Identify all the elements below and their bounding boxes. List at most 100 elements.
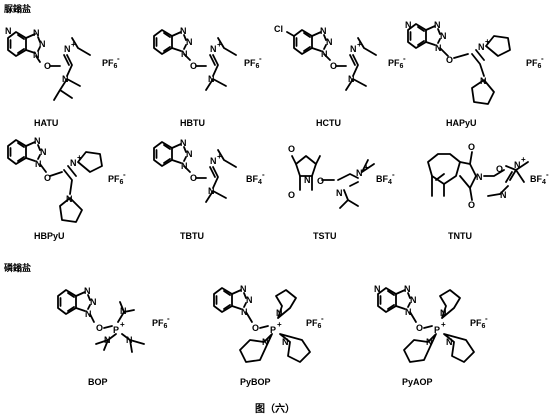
atom-n: N [374, 284, 381, 294]
hctu-counterion-text: PF6 [388, 58, 404, 70]
atom-n: N [326, 37, 333, 47]
hbpyu-counterion-charge: - [123, 170, 126, 179]
bop-label: BOP [88, 377, 108, 387]
atom-n: N [186, 37, 193, 47]
hatu-counterion: PF6 - [102, 54, 120, 70]
hbtu-label: HBTU [180, 118, 205, 128]
atom-n: N [478, 42, 485, 52]
pyaop-atoms: N N N N O P + N N N [374, 284, 453, 347]
atom-n: N [514, 160, 521, 170]
bop-counterion-text: PF6 [152, 318, 168, 330]
tbtu-counterion: BF4 - [246, 170, 265, 186]
hapyu-counterion: PF6 - [526, 54, 544, 70]
atom-charge: + [217, 40, 222, 49]
atom-n: N [210, 44, 217, 54]
atom-n: N [435, 43, 442, 53]
hatu-label: HATU [34, 118, 58, 128]
atom-n: N [180, 26, 187, 36]
pybop-counterion-text: PF6 [306, 318, 322, 330]
tntu-label: TNTU [448, 231, 472, 241]
hapyu-counterion-charge: - [541, 54, 544, 63]
hatu-structure [7, 31, 91, 101]
atom-n: N [434, 20, 441, 30]
hbtu-atoms: N N N O N + N [180, 26, 222, 84]
hctu-structure [286, 29, 377, 91]
pybop-counterion-charge: - [321, 314, 324, 323]
atom-charge: + [217, 152, 222, 161]
atom-o: O [44, 173, 51, 183]
pyaop-label: PyAOP [402, 377, 433, 387]
atom-n: N [282, 337, 289, 347]
atom-charge: + [485, 37, 490, 46]
hapyu-structure [407, 23, 511, 105]
atom-n: N [405, 307, 412, 317]
hbtu-counterion-charge: - [259, 54, 262, 63]
atom-n: N [64, 44, 71, 54]
atom-charge: + [441, 320, 446, 329]
atom-o: O [288, 190, 295, 200]
hbtu-structure [153, 29, 237, 91]
hbpyu-counterion: PF6 - [108, 170, 126, 186]
atom-n: N [90, 297, 97, 307]
atom-o: O [252, 323, 259, 333]
atom-n: N [104, 335, 111, 345]
tstu-label: TSTU [313, 231, 337, 241]
atom-p: P [434, 325, 440, 335]
atom-o: O [317, 176, 324, 186]
atom-n: N [405, 20, 412, 30]
tntu-counterion-text: BF4 [530, 174, 546, 186]
tstu-atoms: O N O O N + N [288, 144, 369, 200]
atom-n: N [500, 190, 507, 200]
atom-n: N [476, 172, 483, 182]
hctu-atoms: Cl N N N O N + N [274, 24, 362, 84]
atom-n: N [70, 158, 77, 168]
atom-n: N [40, 147, 47, 157]
atom-n: N [304, 175, 311, 185]
atom-n: N [240, 284, 247, 294]
atom-o: O [190, 173, 197, 183]
hatu-counterion-text: PF6 [102, 58, 118, 70]
tntu-structure [427, 151, 529, 201]
tstu-counterion: BF4 - [376, 170, 395, 186]
atom-charge: + [77, 153, 82, 162]
tbtu-structure [153, 141, 237, 203]
atom-n: N [35, 159, 42, 169]
atom-n: N [180, 138, 187, 148]
tbtu-label: TBTU [180, 231, 204, 241]
atom-charge: + [71, 40, 76, 49]
hbtu-counterion-text: PF6 [244, 58, 260, 70]
atom-n: N [39, 39, 46, 49]
atom-charge: + [357, 40, 362, 49]
pyaop-counterion: PF6 - [470, 314, 488, 330]
atom-n: N [446, 337, 453, 347]
atom-o: O [496, 164, 503, 174]
atom-o: O [416, 323, 423, 333]
atom-n: N [84, 286, 91, 296]
atom-n: N [480, 76, 487, 86]
atom-n: N [440, 31, 447, 41]
atom-n: N [350, 44, 357, 54]
atom-n: N [208, 74, 215, 84]
atom-n: N [246, 295, 253, 305]
atom-n: N [356, 168, 363, 178]
tbtu-atoms: N N N O N + N [180, 138, 222, 196]
pybop-structure [213, 287, 311, 363]
atom-n: N [181, 161, 188, 171]
atom-n: N [181, 49, 188, 59]
atom-n: N [320, 26, 327, 36]
bop-counterion-charge: - [167, 314, 170, 323]
tntu-atoms: O N O O N + N [468, 142, 526, 210]
atom-o: O [96, 323, 103, 333]
atom-n: N [34, 136, 41, 146]
hbtu-counterion: PF6 - [244, 54, 262, 70]
atom-n: N [208, 186, 215, 196]
atom-charge: + [277, 320, 282, 329]
atom-o: O [190, 61, 197, 71]
atom-charge: + [364, 163, 369, 172]
atom-n: N [5, 26, 12, 36]
atom-n: N [33, 50, 40, 60]
atom-o: O [446, 55, 453, 65]
atom-n: N [426, 337, 433, 347]
hbpyu-counterion-text: PF6 [108, 174, 124, 186]
